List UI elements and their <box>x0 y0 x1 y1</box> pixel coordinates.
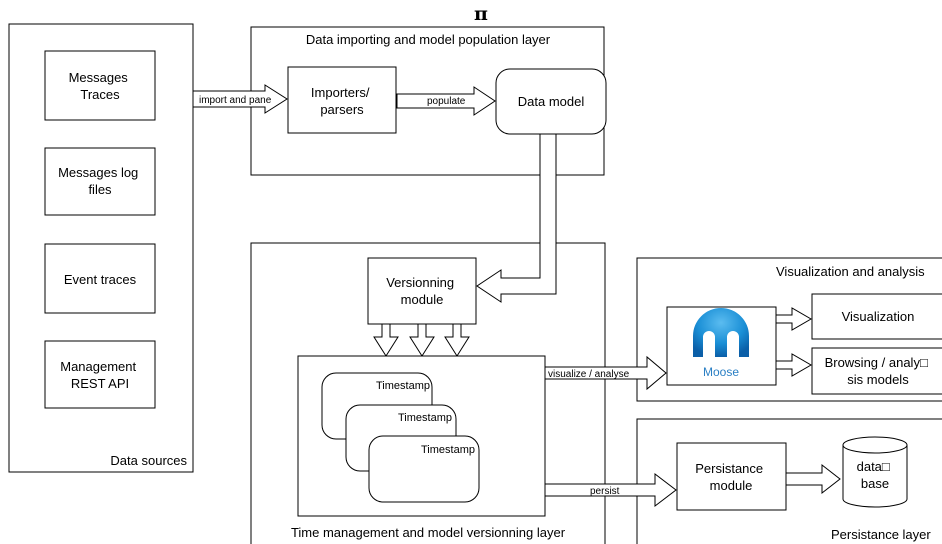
versionning-line1: Versionning <box>386 275 454 290</box>
source-messages-traces: Messages Traces <box>44 50 156 121</box>
browsing-box: Browsing / analy□ sis models <box>811 347 942 395</box>
timestamp-label-3: Timestamp <box>421 444 475 456</box>
visualize-analyse-arrow: visualize / analyse <box>544 355 667 391</box>
source-log-files-line1: Messages log <box>58 165 138 180</box>
persistance-module-line2: module <box>710 478 753 493</box>
versionning-module-box: Versionning module <box>367 257 477 325</box>
populate-label: populate <box>427 96 466 107</box>
database-line2: base <box>861 476 889 491</box>
importers-parsers-box: Importers/ parsers <box>287 66 397 134</box>
browsing-line2: sis models <box>847 372 909 387</box>
populate-arrow: populate <box>396 86 496 116</box>
svg-text:Messages Traces: Messages Traces <box>69 70 132 102</box>
visualize-analyse-label: visualize / analyse <box>548 369 630 380</box>
down-arrow-3 <box>444 323 470 357</box>
down-arrow-1 <box>373 323 399 357</box>
source-event-traces: Event traces <box>44 243 156 314</box>
source-rest-api-line1: Management <box>60 359 136 374</box>
svg-text:Management REST API: Management REST API <box>60 359 140 391</box>
source-rest-api-line2: REST API <box>71 376 129 391</box>
source-messages-traces-line2: Traces <box>80 87 120 102</box>
svg-text:Messages log files: Messages log files <box>58 165 142 197</box>
down-arrow-2 <box>409 323 435 357</box>
moose-label: Moose <box>703 365 739 379</box>
svg-text:Importers/ parsers: Importers/ parsers <box>311 85 373 117</box>
visualization-label: Visualization <box>842 309 915 324</box>
time-management-panel: Time management and model versionning la… <box>250 242 606 544</box>
source-messages-traces-line1: Messages <box>69 70 129 85</box>
moose-box: Moose <box>666 306 777 386</box>
data-model-box: Data model <box>495 68 607 135</box>
persistance-module-box: Persistance module <box>676 442 787 511</box>
importers-line2: parsers <box>320 102 364 117</box>
persist-label: persist <box>590 486 620 497</box>
visualization-panel-label: Visualization and analysis <box>776 264 925 279</box>
versionning-line2: module <box>401 292 444 307</box>
timestamps-container: Timestamp Timestamp Timestamp <box>297 355 546 517</box>
source-messages-log-files: Messages log files <box>44 147 156 216</box>
timestamp-label-2: Timestamp <box>398 412 452 424</box>
persist-arrow: persist <box>544 472 677 508</box>
moose-logo-icon <box>693 308 749 357</box>
import-and-pane-arrow: import and pane <box>192 84 288 114</box>
persistance-module-line1: Persistance <box>695 461 763 476</box>
import-layer-panel: Data importing and model population laye… <box>250 26 607 176</box>
timestamp-box-3: Timestamp <box>368 435 480 503</box>
data-sources-label: Data sources <box>110 453 187 468</box>
source-event-traces-label: Event traces <box>64 272 137 287</box>
svg-text:data□ base: data□ base <box>857 459 894 491</box>
database-line1: data□ <box>857 459 890 474</box>
moose-to-visualization-arrow <box>775 307 812 331</box>
pi-symbol: π <box>474 3 488 25</box>
data-model-label: Data model <box>518 94 585 109</box>
database-icon: data□ base <box>842 436 908 508</box>
import-layer-label: Data importing and model population laye… <box>306 32 551 47</box>
visualization-panel: Visualization and analysis Moose Visuali… <box>636 257 942 402</box>
visualization-box: Visualization <box>811 293 942 340</box>
data-sources-panel: Data sources Messages Traces Messages lo… <box>8 23 194 473</box>
svg-text:Persistance module: Persistance module <box>695 461 767 493</box>
persistance-to-database-arrow <box>785 463 841 495</box>
svg-text:Browsing / analy□ sis: Browsing / analy□ sis models <box>825 355 932 387</box>
source-log-files-line2: files <box>88 182 112 197</box>
time-management-label: Time management and model versionning la… <box>291 525 566 540</box>
timestamp-label-1: Timestamp <box>376 380 430 392</box>
browsing-line1: Browsing / analy□ <box>825 355 928 370</box>
importers-line1: Importers/ <box>311 85 370 100</box>
import-and-pane-label: import and pane <box>199 95 272 106</box>
persistance-panel-label: Persistance layer <box>831 527 931 542</box>
persistance-panel: Persistance layer Persistance module dat… <box>636 418 942 544</box>
source-management-rest-api: Management REST API <box>44 340 156 409</box>
moose-to-browsing-arrow <box>775 353 812 377</box>
svg-text:Versionning module: Versionning module <box>386 275 458 307</box>
model-to-versionning-arrow <box>476 133 557 303</box>
